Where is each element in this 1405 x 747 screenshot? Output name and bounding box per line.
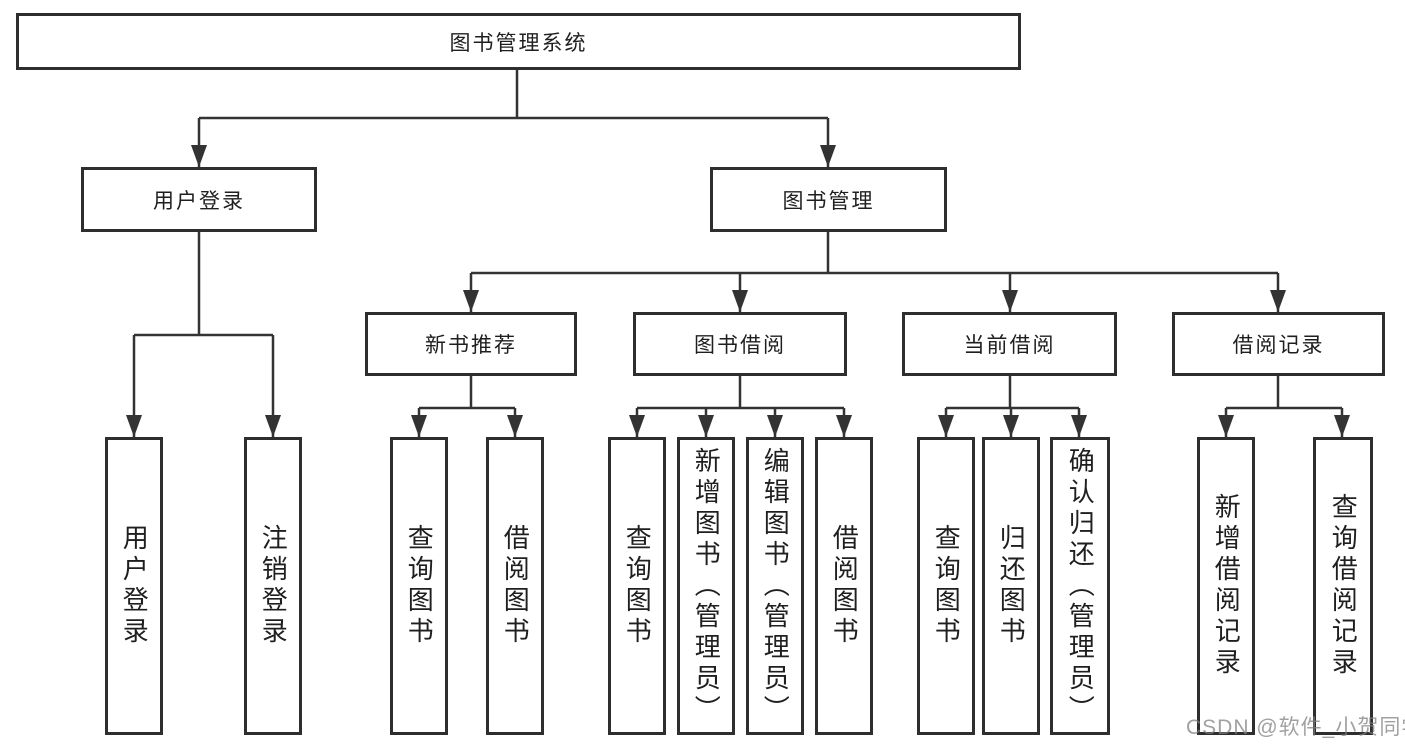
node-book-borrow-label: 图书借阅 (694, 334, 786, 357)
node-book-management-label: 图书管理 (782, 189, 875, 213)
leaf-query-books-borrow: 查询图书 (608, 437, 666, 735)
node-root: 图书管理系统 (16, 13, 1021, 70)
leaf-borrow-books: 借阅图书 (815, 437, 873, 735)
node-user-login-label: 用户登录 (153, 189, 245, 213)
node-new-book-recommend: 新书推荐 (365, 312, 577, 376)
leaf-query-books-borrow-label: 查询图书 (622, 524, 653, 648)
leaf-logout-label: 注销登录 (258, 524, 289, 648)
leaf-borrow-books-recommend-label: 借阅图书 (500, 524, 531, 648)
leaf-confirm-return-admin: 确认归还（管理员） (1050, 437, 1110, 735)
leaf-add-book-admin-label: 新增图书（管理员） (691, 446, 722, 726)
leaf-logout: 注销登录 (244, 437, 302, 735)
node-new-book-recommend-label: 新书推荐 (425, 334, 517, 357)
leaf-borrow-books-label: 借阅图书 (829, 524, 860, 648)
leaf-return-book: 归还图书 (982, 437, 1040, 735)
leaf-query-books-current-label: 查询图书 (931, 524, 962, 648)
leaf-confirm-return-admin-label: 确认归还（管理员） (1065, 446, 1096, 726)
leaf-query-borrow-record-label: 查询借阅记录 (1328, 493, 1359, 679)
leaf-query-books-recommend: 查询图书 (390, 437, 448, 735)
leaf-query-books-current: 查询图书 (917, 437, 975, 735)
node-current-borrow: 当前借阅 (902, 312, 1117, 376)
leaf-return-book-label: 归还图书 (996, 524, 1027, 648)
leaf-borrow-books-recommend: 借阅图书 (486, 437, 544, 735)
node-borrow-records: 借阅记录 (1172, 312, 1385, 376)
node-book-management: 图书管理 (710, 167, 947, 232)
leaf-add-borrow-record-label: 新增借阅记录 (1211, 493, 1242, 679)
node-book-borrow: 图书借阅 (633, 312, 847, 376)
leaf-query-books-recommend-label: 查询图书 (404, 524, 435, 648)
node-user-login: 用户登录 (81, 167, 317, 232)
node-borrow-records-label: 借阅记录 (1232, 334, 1325, 357)
leaf-user-login: 用户登录 (105, 437, 163, 735)
leaf-add-borrow-record: 新增借阅记录 (1197, 437, 1255, 735)
leaf-edit-book-admin: 编辑图书（管理员） (746, 437, 804, 735)
node-root-label: 图书管理系统 (449, 31, 588, 55)
leaf-edit-book-admin-label: 编辑图书（管理员） (760, 446, 791, 726)
leaf-add-book-admin: 新增图书（管理员） (677, 437, 735, 735)
leaf-query-borrow-record: 查询借阅记录 (1313, 437, 1373, 735)
leaf-user-login-label: 用户登录 (119, 524, 150, 648)
csdn-watermark: CSDN @软件_小贺同学 (1186, 716, 1405, 739)
node-current-borrow-label: 当前借阅 (963, 334, 1056, 357)
